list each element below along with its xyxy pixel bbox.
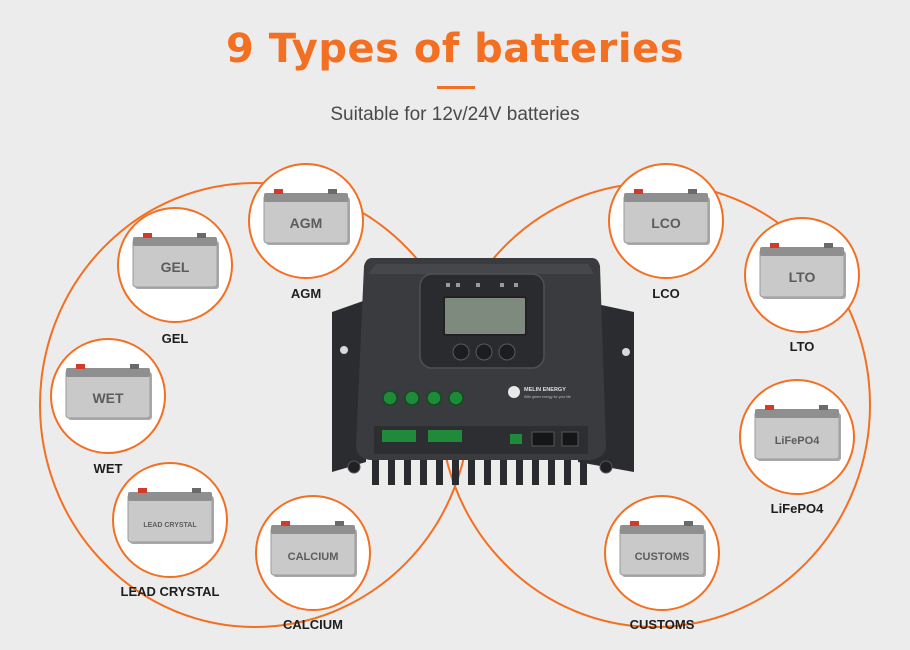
indicator-light-1 xyxy=(382,390,398,406)
label-wet: WET xyxy=(93,461,123,476)
battery-case-text: AGM xyxy=(290,215,323,231)
battery-case-text: LCO xyxy=(651,215,681,231)
charge-controller: MELIN ENERGY With green energy for your … xyxy=(332,258,634,485)
battery-case-text: LEAD CRYSTAL xyxy=(143,522,197,529)
battery-case-text: CALCIUM xyxy=(288,551,339,563)
battery-lead-crystal: LEAD CRYSTAL xyxy=(112,462,228,578)
status-indicators xyxy=(446,283,518,287)
battery-icon xyxy=(759,243,846,299)
brand-logo-icon xyxy=(508,386,520,398)
indicator-light-4 xyxy=(448,390,464,406)
label-lco: LCO xyxy=(652,286,680,301)
left-mount-hole xyxy=(340,346,348,354)
label-customs: CUSTOMS xyxy=(629,617,695,632)
green-indicator-buttons xyxy=(382,390,464,406)
brand-tagline: With green energy for your life xyxy=(524,395,571,399)
battery-lto: LTO xyxy=(744,217,860,333)
battery-circles: GEL AGM WET LEAD CRYSTAL CALCIUM LCO LTO LiFePO… xyxy=(50,163,860,611)
right-mount-hole xyxy=(622,348,630,356)
page-subtitle: Suitable for 12v/24V batteries xyxy=(330,104,580,125)
battery-icon xyxy=(132,233,219,289)
load-button[interactable] xyxy=(498,343,516,361)
battery-terminal xyxy=(428,430,462,442)
battery-wet: WET xyxy=(50,338,166,454)
title-underline xyxy=(437,86,475,89)
label-agm: AGM xyxy=(290,286,322,301)
label-lifepo4: LiFePO4 xyxy=(770,501,824,516)
battery-lco: LCO xyxy=(608,163,724,279)
battery-case-text: WET xyxy=(92,390,124,406)
bottom-right-screw xyxy=(599,460,613,474)
battery-case-text: LTO xyxy=(789,269,816,285)
label-lead-crystal: LEAD CRYSTAL xyxy=(120,584,220,599)
battery-gel: GEL xyxy=(117,207,233,323)
enter-button[interactable] xyxy=(475,343,493,361)
body-highlight xyxy=(368,264,594,274)
battery-icon xyxy=(65,364,152,420)
temp-sensor-terminal xyxy=(510,434,522,444)
battery-calcium: CALCIUM xyxy=(255,495,371,611)
indicator-light-2 xyxy=(404,390,420,406)
label-lto: LTO xyxy=(789,339,815,354)
indicator-light-3 xyxy=(426,390,442,406)
battery-icon xyxy=(263,189,350,245)
pv-terminal xyxy=(382,430,416,442)
battery-icon xyxy=(127,488,214,544)
rs485-port xyxy=(561,431,579,447)
battery-case-text: LiFePO4 xyxy=(775,435,821,447)
battery-icon xyxy=(623,189,710,245)
label-gel: GEL xyxy=(161,331,189,346)
menu-button[interactable] xyxy=(452,343,470,361)
battery-agm: AGM xyxy=(248,163,364,279)
brand-logo: MELIN ENERGY With green energy for your … xyxy=(508,386,571,399)
heat-sink-fins xyxy=(372,455,587,485)
bottom-left-screw xyxy=(347,460,361,474)
battery-lifepo4: LiFePO4 xyxy=(739,379,855,495)
page-title: 9 Types of batteries xyxy=(225,26,685,72)
battery-customs: CUSTOMS xyxy=(604,495,720,611)
battery-icon xyxy=(270,521,357,577)
battery-case-text: GEL xyxy=(161,259,190,275)
rj45-port xyxy=(531,431,555,447)
label-calcium: CALCIUM xyxy=(283,617,343,632)
battery-icon xyxy=(754,405,841,461)
lcd-screen xyxy=(443,296,527,336)
brand-name: MELIN ENERGY xyxy=(524,387,566,393)
battery-icon xyxy=(619,521,706,577)
battery-case-text: CUSTOMS xyxy=(635,551,690,563)
